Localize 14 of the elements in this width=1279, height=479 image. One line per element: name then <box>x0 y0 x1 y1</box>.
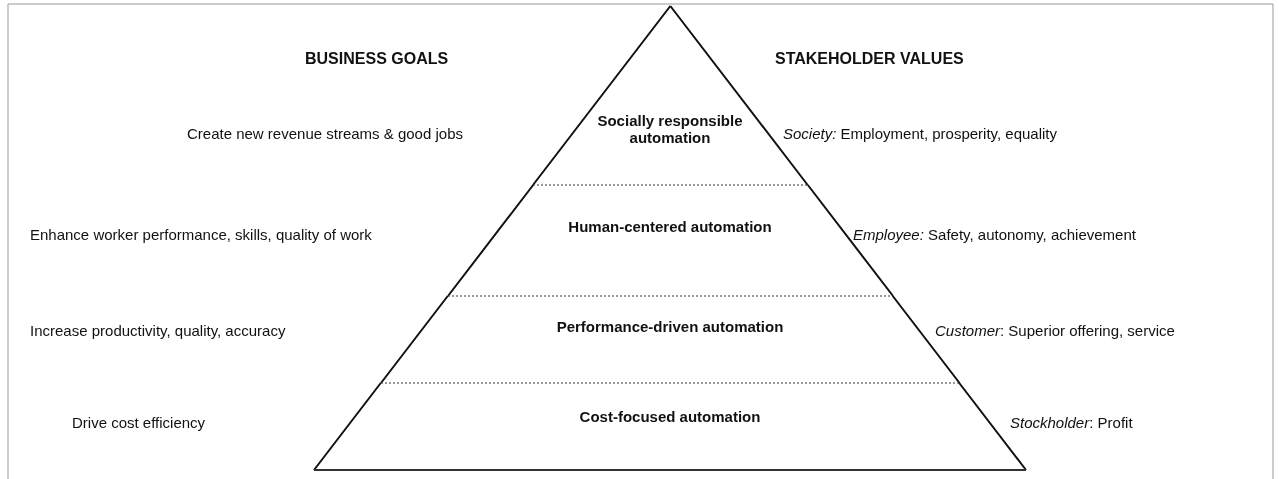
goal-text: Enhance worker performance, skills, quality of work <box>30 226 372 243</box>
tier-label: Performance-driven automation <box>555 318 785 335</box>
column-heading: BUSINESS GOALS <box>305 50 449 68</box>
goal-text: Drive cost efficiency <box>72 414 206 431</box>
tier-label: Human-centered automation <box>567 218 773 235</box>
value-text: Customer: Superior offering, service <box>935 322 1175 339</box>
value-text: Employee: Safety, autonomy, achievement <box>853 226 1136 243</box>
column-heading: STAKEHOLDER VALUES <box>775 50 964 68</box>
value-text: Society: Employment, prosperity, equality <box>783 125 1057 142</box>
value-text: Stockholder: Profit <box>1010 414 1133 431</box>
goal-text: Increase productivity, quality, accuracy <box>30 322 286 339</box>
tier-label: Cost-focused automation <box>578 408 762 425</box>
goal-text: Create new revenue streams & good jobs <box>187 125 463 142</box>
tier-label: Socially responsible automation <box>596 112 744 146</box>
